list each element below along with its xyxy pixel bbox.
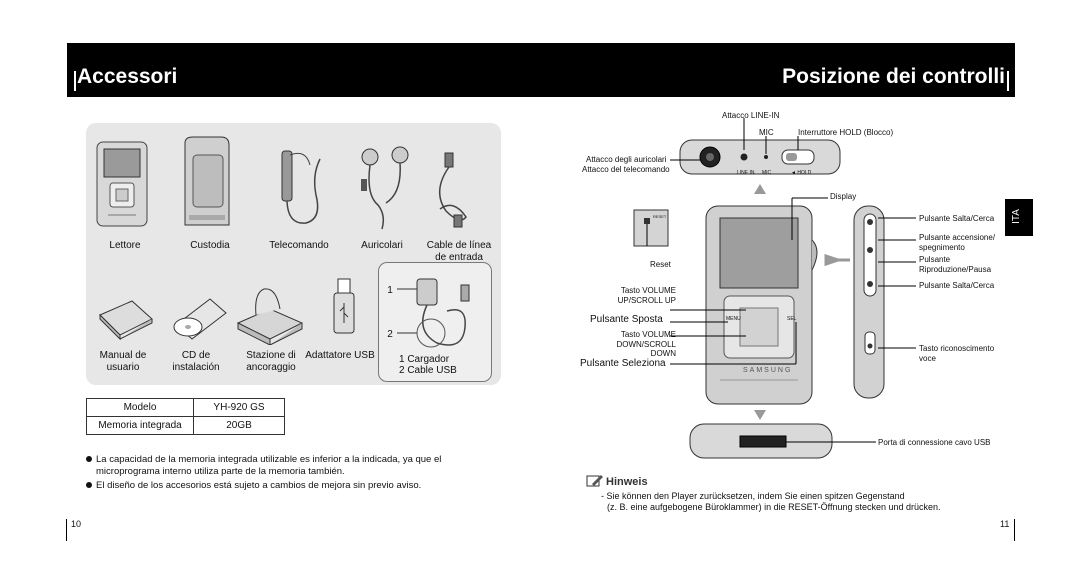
accessory-label-manual: Manual de usuario	[99, 350, 147, 373]
page-edge-bar	[1014, 519, 1015, 541]
note-pencil-icon	[586, 475, 603, 487]
label-line-in: Attacco LINE-IN	[722, 111, 780, 120]
note-text: La capacidad de la memoria integrada uti…	[96, 454, 442, 477]
right-page-title: Posizione dei controlli	[782, 65, 1005, 88]
label-earphone: Attacco degli auricolari	[586, 155, 667, 164]
label-mic: MIC	[759, 128, 774, 137]
player-illustration	[96, 141, 148, 227]
device-mic-text: MIC	[762, 170, 772, 176]
table-row: Memoria integrada 20GB	[86, 416, 285, 435]
accessory-label-case: Custodia	[190, 240, 230, 251]
header-accent-bar	[1007, 71, 1009, 91]
label-move: Pulsante Sposta	[590, 314, 663, 325]
line-in-cable-illustration	[439, 152, 467, 228]
label-power: Pulsante accensione/ spegnimento	[919, 233, 996, 252]
charger-cable-illustration	[397, 278, 470, 348]
right-header-bar: Posizione dei controlli	[545, 43, 1015, 97]
device-line-in-text: LINE IN	[737, 170, 755, 176]
earphones-illustration	[361, 146, 409, 230]
bullet-icon	[86, 456, 92, 462]
label-display: Display	[830, 192, 857, 201]
device-hold-text: ◄ HOLD	[791, 170, 812, 176]
label-reset: Reset	[650, 260, 671, 269]
device-menu-text: MENU	[726, 316, 741, 322]
label-skip-2: Pulsante Salta/Cerca	[919, 281, 995, 290]
table-row: Modelo YH-920 GS	[86, 398, 285, 417]
label-hold: Interruttore HOLD (Blocco)	[798, 128, 894, 137]
bullet-icon	[86, 482, 92, 488]
label-usb-port: Porta di connessione cavo USB	[878, 438, 991, 447]
list-item: La capacidad de la memoria integrada uti…	[86, 454, 446, 478]
charger-cable-box: 1 2 1 Cargador 2 Cable USB	[378, 262, 492, 382]
remote-illustration	[281, 150, 321, 224]
language-tab-label: ITA	[1010, 209, 1022, 224]
note-line: - Sie können den Player zurücksetzen, in…	[601, 491, 905, 501]
label-remote: Attacco del telecomando	[582, 165, 670, 174]
list-item: El diseño de los accesorios está sujeto …	[86, 480, 476, 492]
left-header-bar: Accessori	[67, 43, 545, 97]
page-number-left: 10	[71, 519, 82, 529]
notes-list: La capacidad de la memoria integrada uti…	[86, 454, 476, 492]
accessories-panel: Lettore Custodia Telecomando Auricolari …	[86, 123, 501, 385]
label-vol-down: Tasto VOLUME DOWN/SCROLL DOWN	[616, 330, 676, 358]
marker-2: 2	[387, 329, 393, 340]
usb-adapter-illustration	[333, 278, 355, 334]
label-voice: Tasto riconoscimento voce	[919, 344, 995, 363]
accessory-label-line-cable: Cable de línea de entrada	[426, 240, 492, 263]
cd-illustration	[173, 298, 227, 340]
left-page-title: Accessori	[77, 65, 178, 88]
label-skip-1: Pulsante Salta/Cerca	[919, 214, 995, 223]
table-cell: YH-920 GS	[193, 398, 285, 417]
accessory-label-usb-adapter: Adattatore USB	[305, 350, 375, 361]
accessory-label-earphones: Auricolari	[361, 240, 403, 251]
device-reset-text: RESET	[653, 214, 667, 219]
page-number-right: 11	[1000, 519, 1010, 529]
usb-box-item-2: 2 Cable USB	[399, 365, 457, 376]
usb-box-item-1: 1 Cargador	[399, 354, 450, 365]
accessory-label-remote: Telecomando	[269, 240, 329, 251]
label-play: Pulsante Riproduzione/Pausa	[919, 255, 992, 274]
note-body: - Sie können den Player zurücksetzen, in…	[601, 491, 941, 513]
spec-table: Modelo YH-920 GS Memoria integrada 20GB	[86, 398, 285, 435]
header-accent-bar	[74, 71, 76, 91]
note-line: (z. B. eine aufgebogene Büroklammer) in …	[607, 502, 941, 512]
label-vol-up: Tasto VOLUME UP/SCROLL UP	[617, 286, 676, 305]
language-tab: ITA	[1005, 199, 1033, 236]
case-illustration	[184, 136, 230, 226]
accessory-label-player: Lettore	[109, 240, 141, 251]
table-cell: Memoria integrada	[86, 416, 194, 435]
page-edge-bar	[66, 519, 67, 541]
marker-1: 1	[387, 285, 393, 296]
accessory-label-cd: CD de instalación	[172, 350, 220, 373]
device-sel-text: SEL	[787, 316, 797, 322]
label-select: Pulsante Seleziona	[580, 358, 666, 369]
device-brand-text: SAMSUNG	[743, 367, 793, 374]
dock-illustration	[236, 288, 304, 345]
controls-diagram	[633, 118, 916, 459]
note-text: El diseño de los accesorios está sujeto …	[96, 480, 422, 491]
note-heading: Hinweis	[606, 476, 648, 488]
table-cell: 20GB	[193, 416, 285, 435]
accessory-label-dock: Stazione di ancoraggio	[246, 350, 296, 373]
manual-illustration	[99, 300, 153, 341]
table-cell: Modelo	[86, 398, 194, 417]
